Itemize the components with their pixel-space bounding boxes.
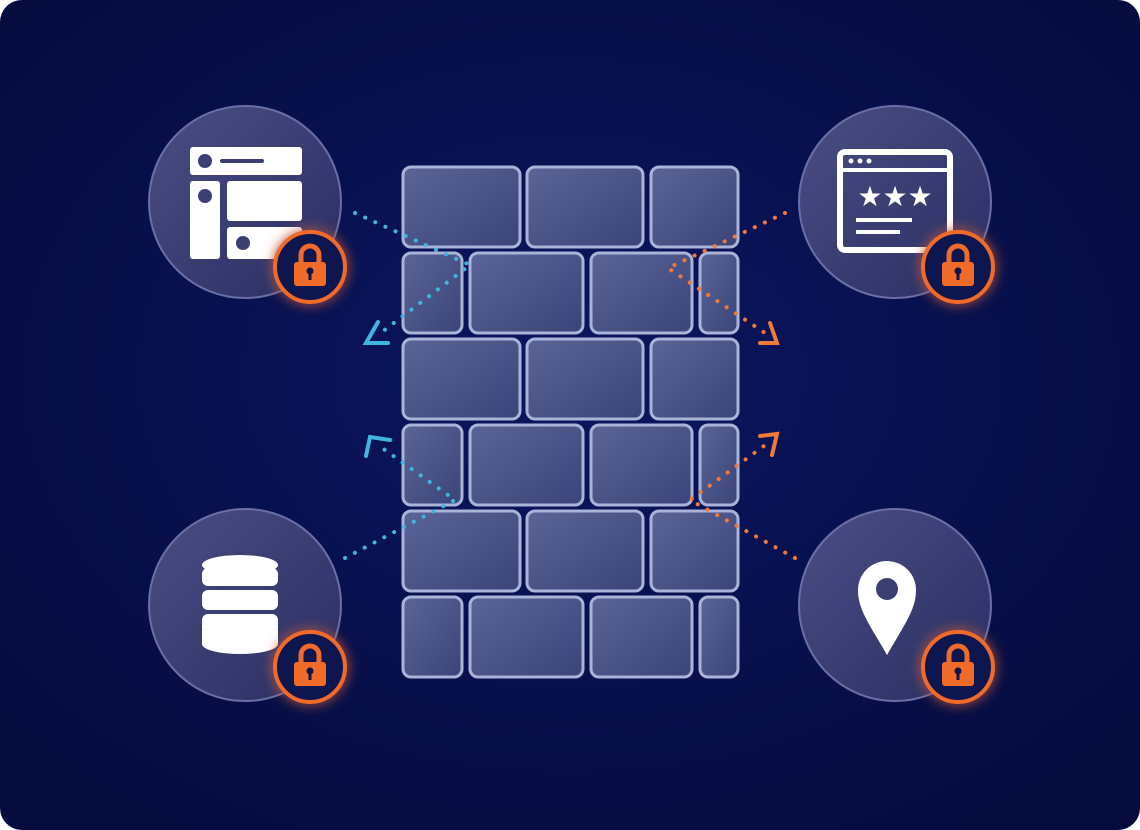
arrowhead-icon (758, 431, 780, 457)
brick (698, 423, 740, 507)
brick (649, 337, 740, 421)
padlock-icon (273, 230, 347, 304)
data-flow-arrows (343, 211, 797, 560)
brick (401, 165, 522, 249)
padlock-icon (921, 630, 995, 704)
blocked-flow-top-right (663, 211, 787, 337)
brick (468, 423, 585, 507)
arrowhead-icon (362, 320, 390, 345)
arrowhead-icon (758, 321, 780, 345)
dashboard-layout-icon (190, 147, 302, 259)
arrowheads (362, 320, 780, 458)
location-pin-icon (858, 561, 916, 655)
brick (589, 251, 694, 335)
padlock-icon (273, 630, 347, 704)
brick (698, 595, 740, 679)
brick (401, 337, 522, 421)
brick (401, 595, 464, 679)
brick (401, 509, 522, 593)
brick (525, 337, 645, 421)
brick (589, 423, 694, 507)
database-icon (202, 555, 278, 654)
brick (589, 595, 694, 679)
brick (649, 165, 740, 249)
brick (468, 595, 585, 679)
brick (468, 251, 585, 335)
brick-wall (401, 165, 740, 679)
rating-webpage-icon: ★★★ (837, 149, 953, 253)
brick (525, 509, 645, 593)
brick (698, 251, 740, 335)
stars-icon: ★★★ (857, 180, 932, 213)
brick (649, 509, 740, 593)
brick (525, 165, 645, 249)
blocked-flow-bottom-left (343, 443, 459, 560)
padlock-icon (921, 230, 995, 304)
brick (401, 423, 464, 507)
arrowhead-icon (364, 434, 392, 458)
brick (401, 251, 464, 335)
